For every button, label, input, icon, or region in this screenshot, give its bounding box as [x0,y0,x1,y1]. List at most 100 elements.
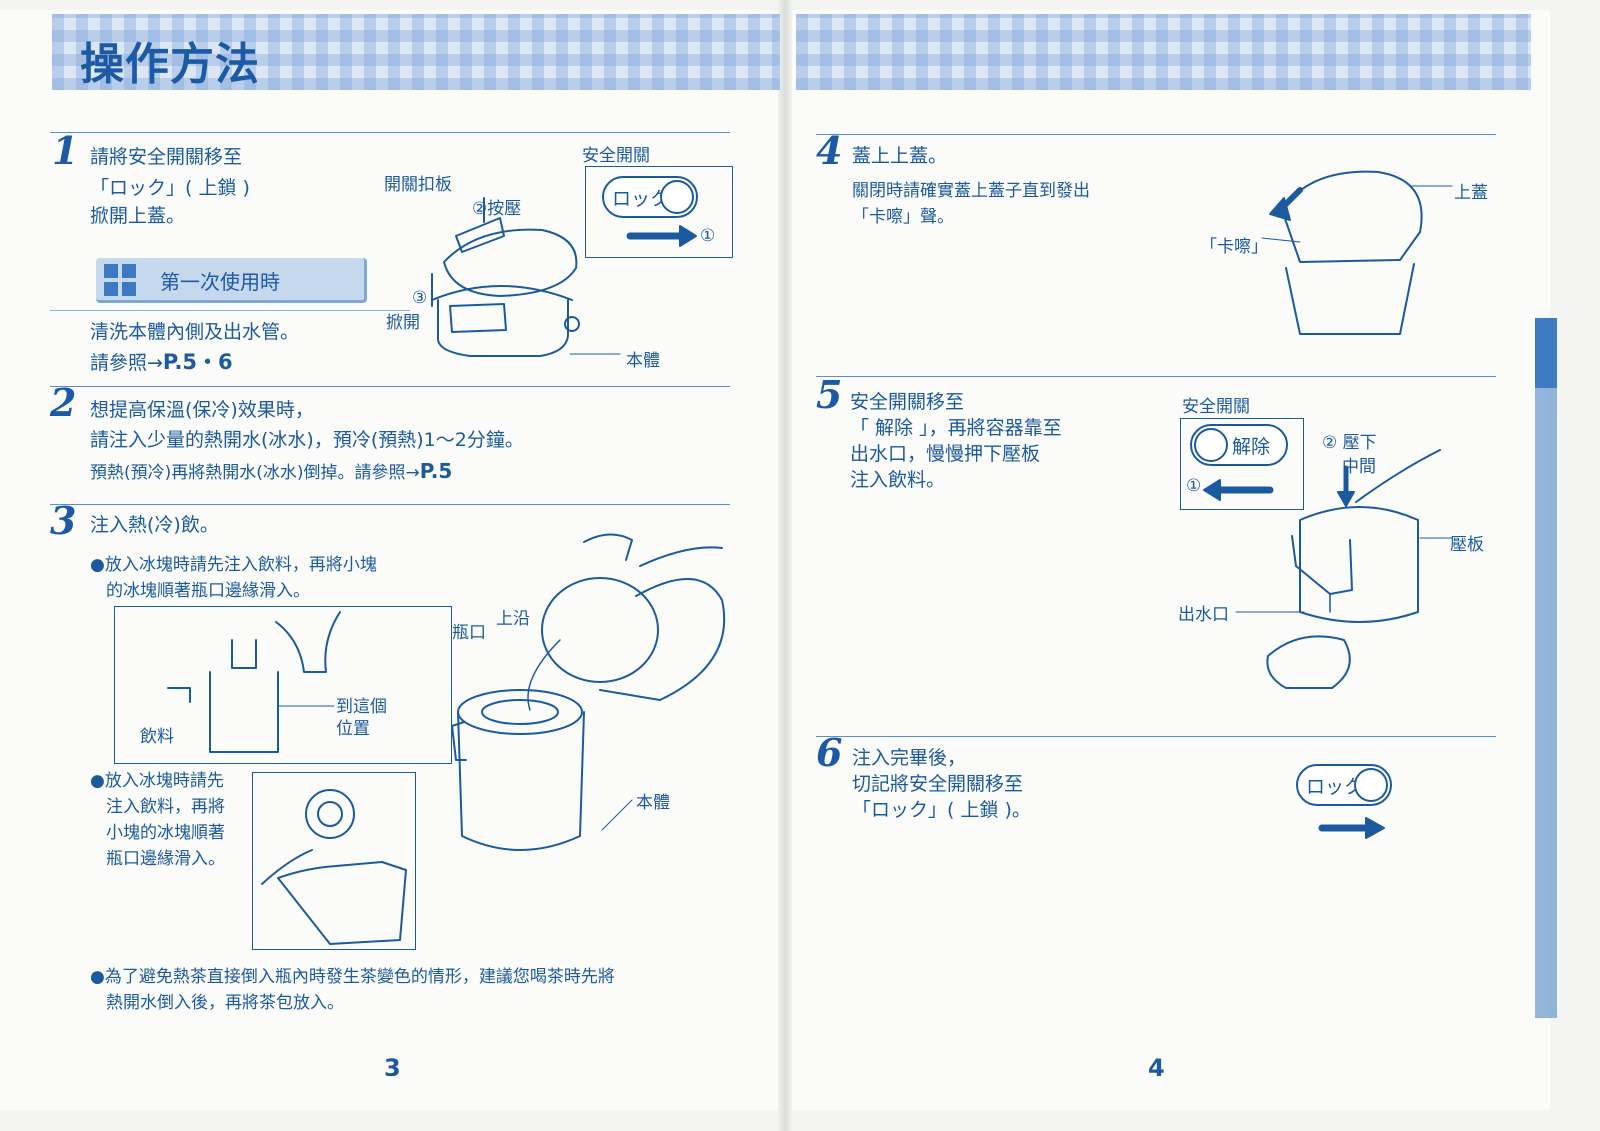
step6-text-line3: 「ロック」( 上鎖 )。 [852,799,1031,821]
step5-text-line3: 出水口，慢慢押下壓板 [850,443,1041,465]
safety-switch-box [585,166,733,258]
step2-line3-text: 預熱(預冷)再將熱開水(冰水)倒掉。請參照→ [90,463,420,483]
step3-bullet2-line2: 注入飲料，再將 [106,797,225,817]
circle-1-label: ① [1186,476,1202,496]
banner-square [122,282,136,296]
step-number: 5 [816,372,843,417]
open-number-label: ③ [412,288,428,308]
wash-text: 清洗本體內側及出水管。 [90,321,300,343]
first-use-title: 第一次使用時 [160,270,280,294]
arrow-head-icon [679,225,697,247]
step3-bullet3-line2: 熱開水倒入後，再將茶包放入。 [106,993,344,1013]
step2-text-line3: 預熱(預冷)再將熱開水(冰水)倒掉。請參照→P.5 [90,458,452,487]
click-sound-label: 「卡嚓」 [1200,237,1268,257]
step-number: 4 [816,128,843,173]
plate-label: 壓板 [1450,535,1484,555]
to-here-label: 到這個 [336,697,387,717]
divider-step5 [816,376,1496,377]
open-label: 掀開 [386,313,420,333]
divider-step1 [50,132,730,133]
first-use-banner: 第一次使用時 [96,258,367,303]
lid-label: 上蓋 [1454,183,1488,203]
edge-index-strip [1535,388,1557,1018]
step2-text-line1: 想提高保溫(保冷)效果時， [90,399,314,421]
step4-text-line2: 關閉時請確實蓋上蓋子直到發出 [852,181,1090,201]
safety-switch-box [1180,418,1304,510]
position-label: 位置 [336,719,370,739]
circle-1-label: ① [700,226,716,246]
step-number: 3 [50,498,77,543]
step3-bullet3-line1: ●為了避免熱茶直接倒入瓶內時發生茶變色的情形，建議您喝茶時先將 [90,967,615,987]
edge-tab-marker [1535,318,1557,388]
step6-text-line2: 切記將安全開關移至 [852,773,1024,795]
drink-label: 飲料 [140,727,174,747]
step1-text-line1: 請將安全開關移至 [90,146,243,168]
step1-text-line2: 「ロック」( 上鎖 ) [90,177,250,199]
switch-knob [660,180,694,214]
step-number: 2 [50,380,77,425]
checkered-header-band-left [52,14,780,90]
banner-square [104,282,118,296]
pot-lid-open-illustration [431,197,580,357]
body-label: 本體 [626,351,660,371]
cleaning-illustration [261,789,407,945]
banner-square [104,264,118,278]
reference-line: 請參照→P.5・6 [90,348,233,378]
step3-bullet2-line3: 小塊的冰塊順著 [106,823,225,843]
body-label: 本體 [636,793,670,813]
page-number-left: 3 [384,1054,401,1082]
kettle-pouring-illustration [451,533,726,851]
step6-text-line1: 注入完畢後， [852,747,967,769]
step3-text-line1: 注入熱(冷)飲。 [90,514,219,536]
switch-knob [1354,768,1388,802]
safety-switch-label: 安全開關 [582,146,650,166]
step4-text-line3: 「卡嚓」聲。 [852,207,954,227]
pot-dispensing-illustration [1203,449,1453,689]
step4-text-line1: 蓋上上蓋。 [852,145,948,167]
page-number-right: 4 [1148,1054,1165,1082]
step5-text-line2: 「 解除 」，再將容器靠至 [850,417,1062,439]
mouth-label: 瓶口 [452,623,486,643]
book-gutter [778,0,792,1131]
step5-text-line1: 安全開關移至 [850,391,965,413]
safety-switch-label: 安全開關 [1182,397,1250,417]
step3-bullet2-line4: 瓶口邊緣滑入。 [106,849,225,869]
cleaning-figure-box [252,772,416,950]
step3-bullet1-line2: 的冰塊順著瓶口邊緣滑入。 [106,581,310,601]
step-number: 6 [816,730,843,775]
outlet-label: 出水口 [1178,605,1229,625]
lock-pill: ロック [1296,764,1392,806]
pot-closing-lid-illustration [1261,170,1453,335]
reference-prefix: 請參照→ [90,352,163,374]
step2-text-line2: 請注入少量的熱開水(冰水)，預冷(預熱)1～2分鐘。 [90,429,524,451]
divider-step4 [816,134,1496,135]
step3-bullet1-line1: ●放入冰塊時請先注入飲料，再將小塊 [90,555,377,575]
step-number: 1 [52,128,79,173]
ice-figure-box [114,606,452,764]
divider-step2 [50,386,730,387]
right-page [785,10,1550,1110]
step5-text-line4: 注入飲料。 [850,469,946,491]
reference-page-link[interactable]: P.5・6 [162,350,233,374]
divider-first-use [50,310,410,311]
middle-label: 中間 [1342,457,1376,477]
checkered-header-band-right [796,14,1531,90]
lock-pill-label: ロック [1306,776,1364,798]
rim-label: 上沿 [496,609,530,629]
divider-step3 [50,504,730,505]
banner-square [122,264,136,278]
step2-reference-link[interactable]: P.5 [419,459,453,483]
latch-label: 開關扣板 [384,175,452,195]
page-title: 操作方法 [80,39,260,90]
lock-pill: ロック [602,176,698,218]
divider-step6 [816,736,1496,737]
step1-text-line3: 掀開上蓋。 [90,205,186,227]
release-pill: 解除 [1190,424,1288,466]
switch-knob [1194,428,1228,462]
lock-pill-label: ロック [612,188,670,210]
ice-drink-illustration [167,611,341,753]
release-pill-label: 解除 [1232,436,1271,458]
step3-bullet2-line1: ●放入冰塊時請先 [90,771,224,791]
